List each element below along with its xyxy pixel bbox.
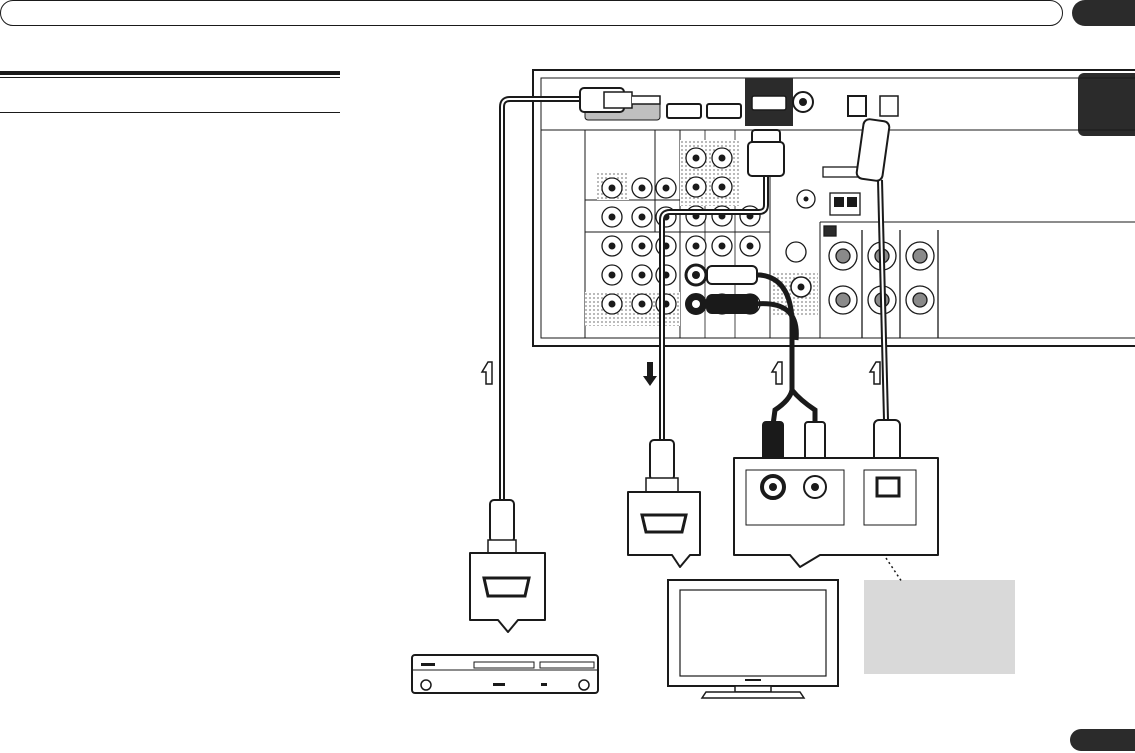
s-video-port (786, 242, 806, 262)
optical-in-port-2 (880, 96, 898, 116)
arrow-up-icon (482, 362, 880, 384)
tv-audio-callout (734, 458, 938, 567)
blu-ray-player (412, 553, 598, 693)
television (668, 580, 838, 698)
arrow-down-icon (643, 362, 657, 386)
hdmi-out-port (752, 96, 786, 110)
note-leader-line (886, 558, 902, 582)
hdmi-in-port-3 (707, 104, 741, 118)
optical-in-port-1 (848, 96, 866, 116)
tv-hdmi-callout (628, 492, 700, 567)
hdmi-in-port-2 (667, 104, 701, 118)
